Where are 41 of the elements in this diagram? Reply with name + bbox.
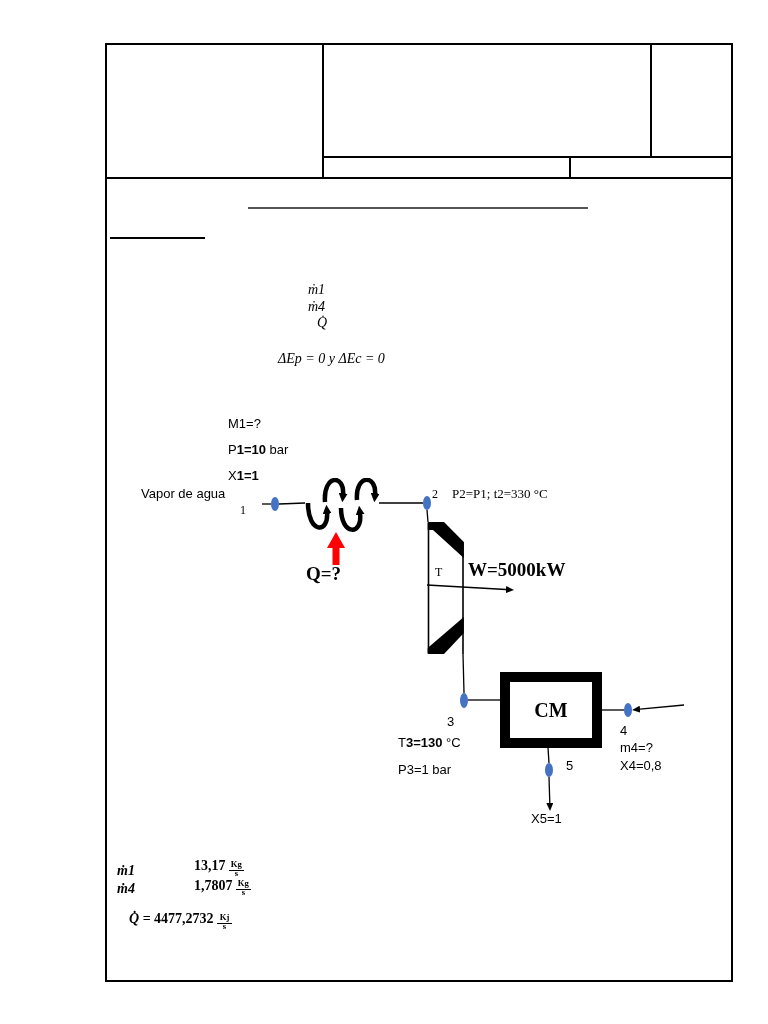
- state-label: P2=P1; t2=330 °C: [452, 486, 548, 502]
- connector-line: [462, 653, 465, 694]
- state-label: P1=10 bar: [228, 442, 289, 458]
- connector-line: [426, 509, 429, 523]
- state-point-dot: [271, 497, 279, 511]
- state-label: M1=?: [228, 416, 261, 432]
- state-label: m4=?: [620, 740, 653, 756]
- connector-line: [278, 502, 306, 505]
- result-symbol: ṁ1: [117, 863, 135, 880]
- connector-line: [261, 503, 272, 505]
- process-box: [500, 672, 602, 748]
- equation-text: ΔEp = 0 y ΔEc = 0: [278, 351, 385, 368]
- heat-label: Q=?: [306, 564, 342, 585]
- equation-text: Q̇: [317, 315, 328, 332]
- point-number: 5: [566, 758, 574, 774]
- connector-line: [547, 747, 550, 764]
- equation-text: ṁ1: [308, 282, 326, 299]
- connector-line: [378, 502, 424, 504]
- state-label: X4=0,8: [620, 758, 662, 774]
- state-label: X1=1: [228, 468, 259, 484]
- equation-text: ṁ4: [308, 299, 326, 315]
- arrow: [546, 776, 554, 810]
- connector-line: [601, 709, 625, 711]
- process-label: CM: [534, 699, 568, 721]
- arrow: [633, 704, 685, 713]
- state-label: P3=1 bar: [398, 762, 452, 778]
- stream-label: Vapor de agua: [141, 486, 226, 502]
- point-number: 3: [447, 714, 455, 730]
- turbine-label: T: [435, 565, 443, 580]
- state-label: X5=1: [531, 811, 562, 827]
- connector-line: [467, 699, 501, 701]
- result-symbol: ṁ4: [117, 881, 135, 898]
- point-number: 2: [432, 487, 438, 502]
- arrow: [426, 584, 513, 593]
- state-point-dot: [460, 693, 468, 708]
- state-point-dot: [423, 496, 431, 510]
- point-number: 4: [620, 723, 628, 739]
- point-number: 1: [240, 503, 246, 518]
- state-label: T3=130 °C: [398, 735, 461, 751]
- state-point-dot: [624, 703, 632, 717]
- state-point-dot: [545, 763, 553, 777]
